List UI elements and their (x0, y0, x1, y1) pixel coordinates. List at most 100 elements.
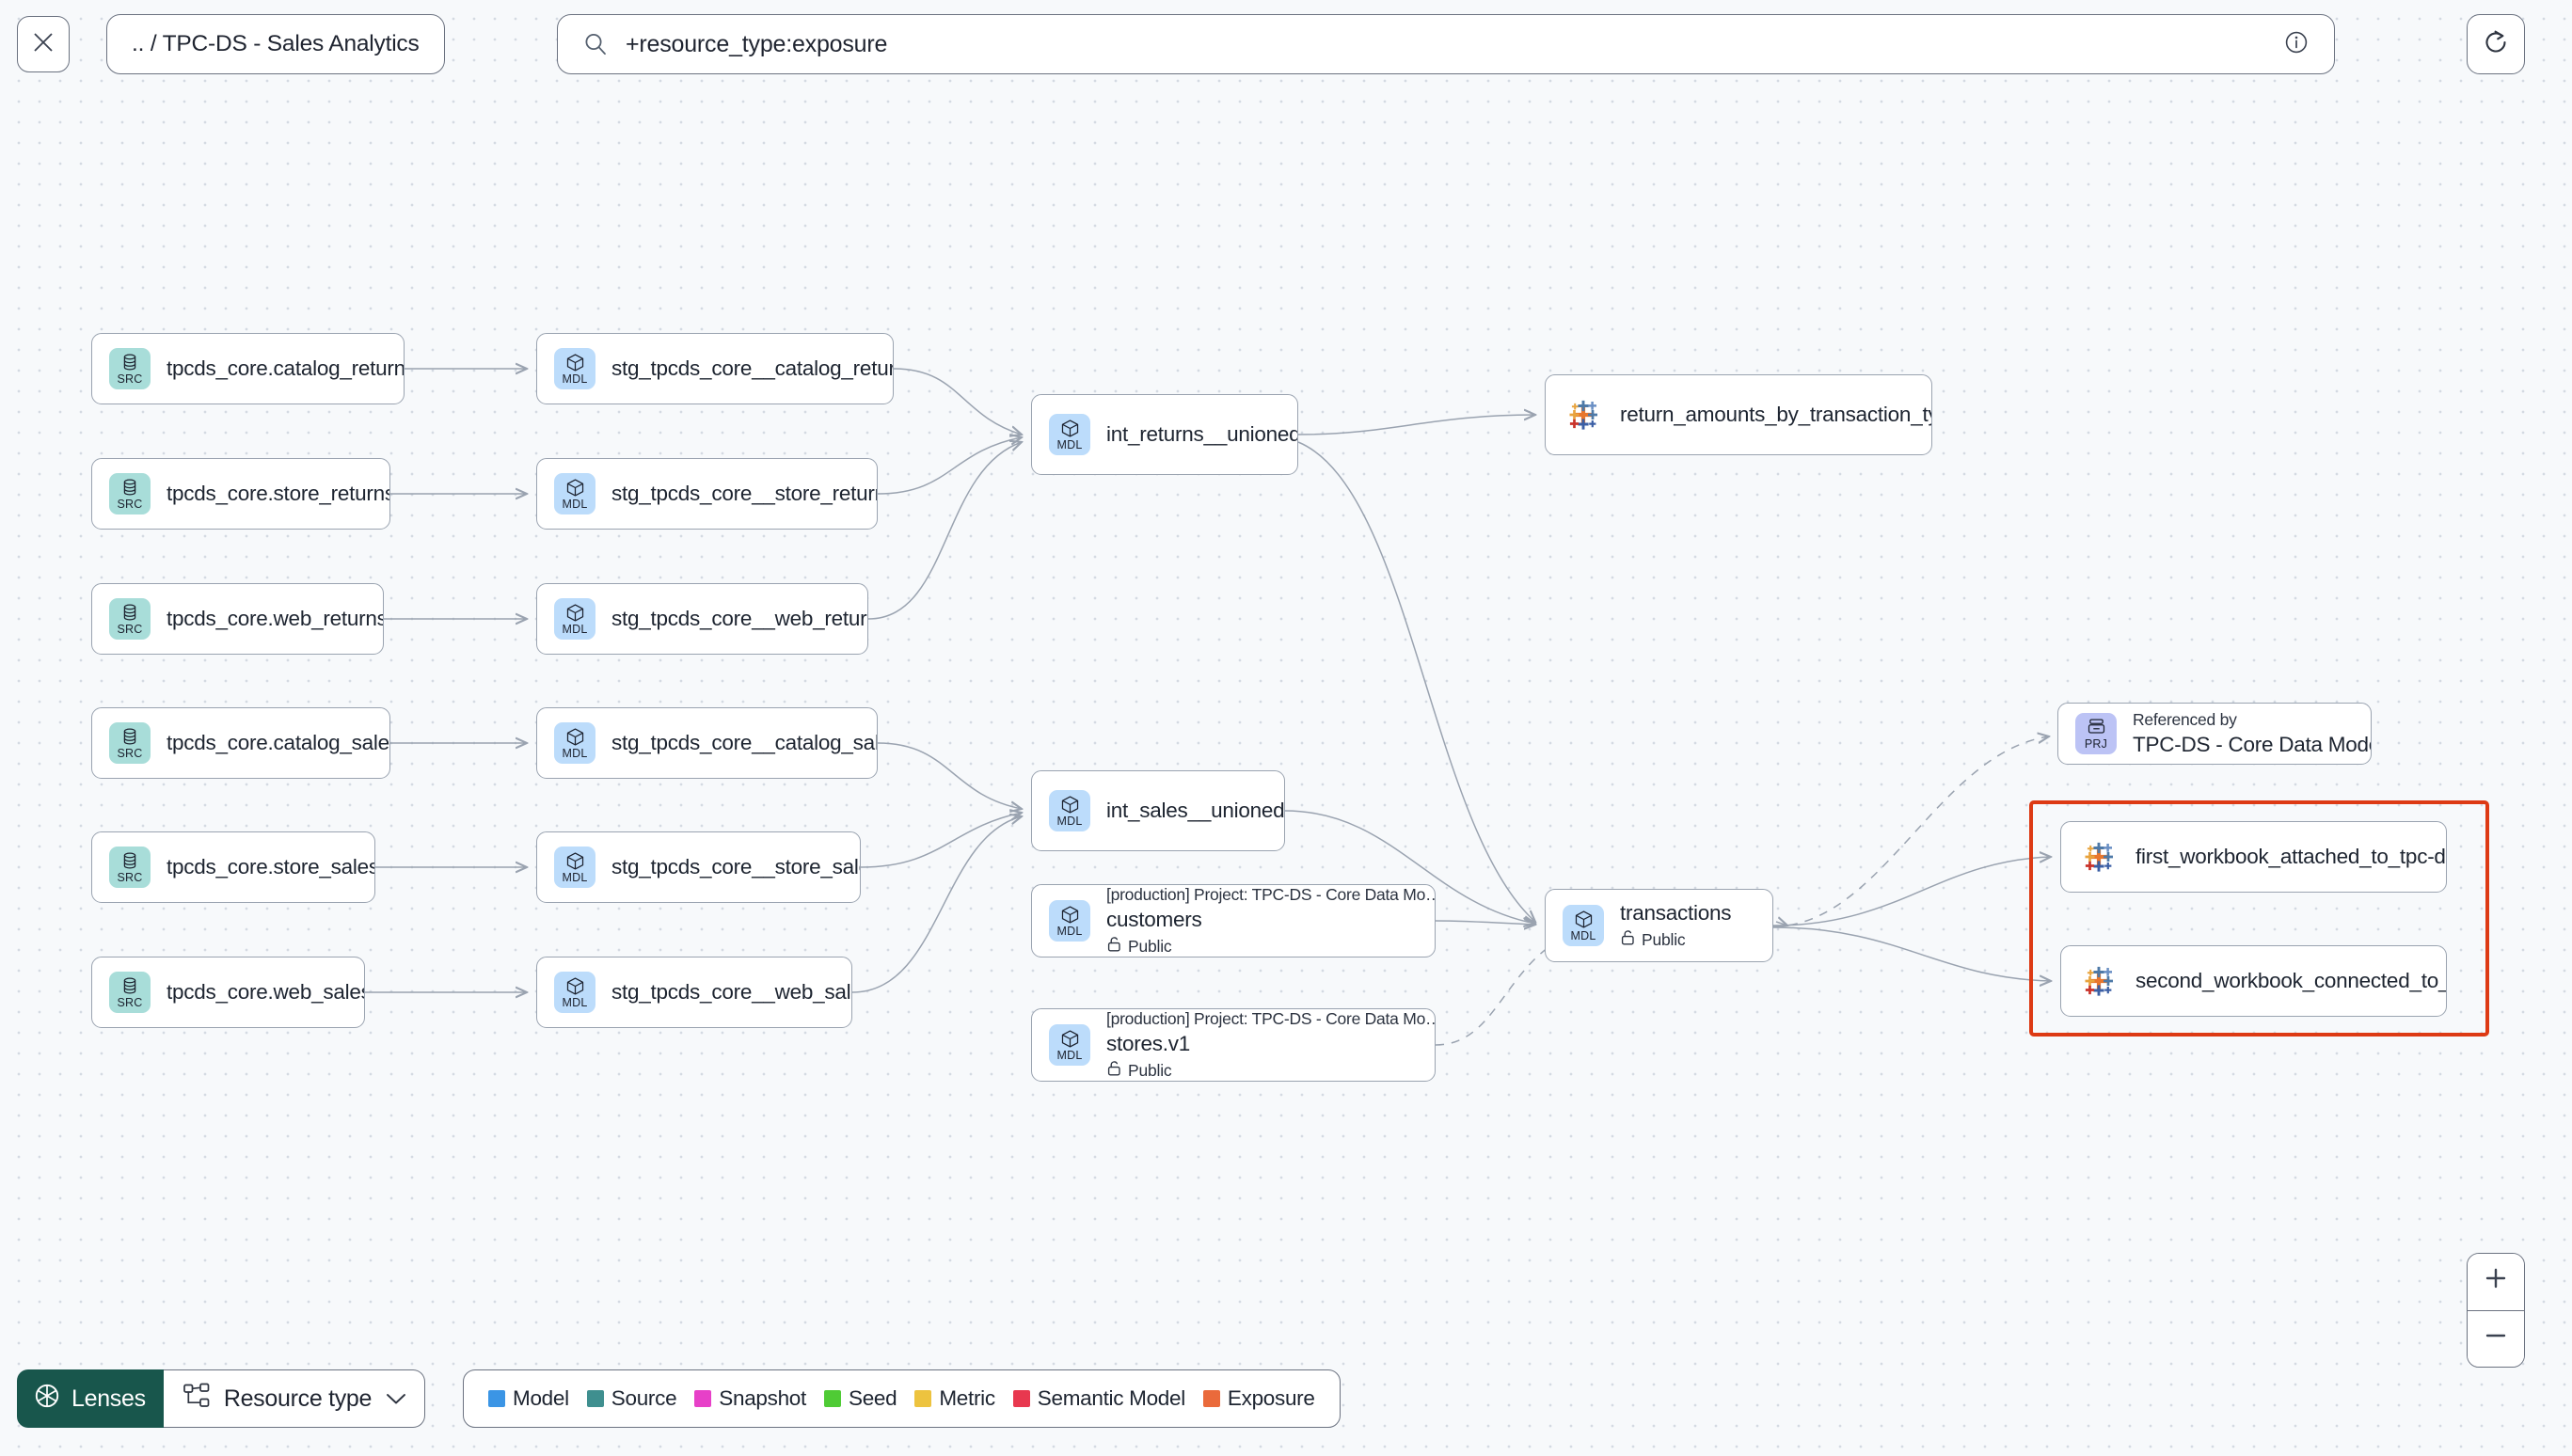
graph-node-detail-0[interactable]: MDL[production] Project: TPC-DS - Core D… (1031, 884, 1436, 957)
info-icon[interactable] (2283, 29, 2310, 60)
node-type-badge-label: MDL (562, 746, 588, 760)
node-type-badge-label: MDL (562, 497, 588, 511)
node-text: stg_tpcds_core__store_sales (611, 855, 860, 879)
node-title: tpcds_core.catalog_sales (167, 731, 389, 754)
node-title: return_amounts_by_transaction_type (1620, 403, 1931, 426)
legend-item-exposure[interactable]: Exposure (1202, 1386, 1315, 1411)
close-icon (31, 30, 56, 59)
graph-node-exposure-0[interactable]: return_amounts_by_transaction_type (1545, 374, 1932, 455)
node-title: second_workbook_connected_to_live… (2135, 969, 2446, 992)
legend-item-model[interactable]: Model (488, 1386, 569, 1411)
graph-node-upstream-3[interactable]: SRC tpcds_core.catalog_sales (91, 707, 390, 779)
node-title: stg_tpcds_core__store_sales (611, 855, 860, 878)
node-type-badge-mdl: MDL (554, 348, 595, 389)
search-query-text[interactable]: +resource_type:exposure (626, 30, 888, 57)
node-visibility-label: Public (1128, 936, 1172, 956)
node-title: stores.v1 (1106, 1031, 1191, 1055)
nodes-icon (183, 1383, 211, 1416)
legend-swatch (694, 1390, 712, 1407)
legend-label: Source (611, 1386, 677, 1410)
legend-item-metric[interactable]: Metric (914, 1386, 995, 1411)
node-text: tpcds_core.store_returns (167, 482, 389, 506)
legend-item-source[interactable]: Source (586, 1386, 677, 1411)
legend-item-semantic-model[interactable]: Semantic Model (1012, 1386, 1185, 1411)
node-title: int_sales__unioned (1106, 799, 1284, 822)
node-type-badge-src: SRC (109, 598, 151, 640)
graph-node-intermediate-1[interactable]: MDL int_sales__unioned (1031, 770, 1285, 851)
search-input[interactable]: +resource_type:exposure (557, 14, 2335, 74)
node-text: tpcds_core.web_returns (167, 607, 383, 631)
node-type-badge-src: SRC (109, 972, 151, 1013)
refresh-button[interactable] (2467, 14, 2525, 74)
database-icon (120, 851, 139, 870)
legend-label: Semantic Model (1037, 1386, 1185, 1410)
node-type-badge-label: SRC (117, 870, 143, 884)
minus-icon (2482, 1321, 2510, 1357)
breadcrumb[interactable]: .. / TPC-DS - Sales Analytics (106, 14, 445, 74)
cube-icon (565, 478, 585, 497)
node-title: first_workbook_attached_to_tpc-ds_-_… (2135, 845, 2446, 868)
node-subtitle: [production] Project: TPC-DS - Core Data… (1106, 884, 1435, 904)
cube-icon (565, 603, 585, 622)
node-type-badge-label: PRJ (2084, 736, 2108, 751)
cube-icon (565, 353, 585, 372)
unlock-icon (1620, 929, 1636, 951)
cube-icon (565, 727, 585, 746)
cube-icon (1060, 905, 1080, 924)
cube-icon (1574, 910, 1594, 928)
legend-item-snapshot[interactable]: Snapshot (694, 1386, 806, 1411)
node-text: [production] Project: TPC-DS - Core Data… (1106, 885, 1435, 957)
node-text: int_returns__unioned (1106, 422, 1297, 447)
node-title: customers (1106, 907, 1202, 931)
legend-item-seed[interactable]: Seed (823, 1386, 897, 1411)
node-type-badge-src: SRC (109, 722, 151, 764)
node-visibility-label: Public (1642, 929, 1686, 949)
legend-swatch (914, 1390, 932, 1407)
node-type-badge-src: SRC (109, 348, 151, 389)
cube-icon (1060, 419, 1080, 437)
node-visibility: Public (1106, 936, 1435, 957)
graph-node-exposure-1[interactable]: first_workbook_attached_to_tpc-ds_-_… (2060, 821, 2447, 893)
unlock-icon (1106, 1060, 1122, 1082)
node-subtitle: [production] Project: TPC-DS - Core Data… (1106, 1008, 1435, 1028)
zoom-out-button[interactable] (2468, 1310, 2524, 1367)
node-text: tpcds_core.catalog_sales (167, 731, 389, 755)
node-type-badge-label: MDL (1056, 1048, 1083, 1062)
resource-type-dropdown[interactable]: Resource type (163, 1369, 426, 1428)
legend-swatch (586, 1390, 604, 1407)
node-type-badge-label: MDL (1056, 814, 1083, 828)
node-type-badge-src: SRC (109, 847, 151, 888)
node-text: stg_tpcds_core__web_sales (611, 980, 851, 1005)
lenses-button[interactable]: Lenses (17, 1369, 164, 1428)
node-type-badge-prj: PRJ (2075, 713, 2117, 754)
graph-node-upstream-2[interactable]: SRC tpcds_core.web_returns (91, 583, 384, 655)
cube-icon (565, 851, 585, 870)
graph-node-detail-1[interactable]: MDL [production] Project: TPC-DS - Core D… (1031, 1008, 1436, 1082)
cube-icon (1060, 795, 1080, 814)
zoom-in-button[interactable] (2468, 1254, 2524, 1310)
node-visibility: Public (1620, 929, 1731, 951)
project-icon (2087, 718, 2106, 736)
search-icon (582, 31, 609, 57)
unlock-icon (1106, 936, 1122, 957)
node-title: transactions (1620, 900, 1732, 925)
close-button[interactable] (17, 16, 70, 72)
graph-node-exposure-2[interactable]: second_workbook_connected_to_live… (2060, 945, 2447, 1017)
plus-icon (2482, 1264, 2510, 1300)
